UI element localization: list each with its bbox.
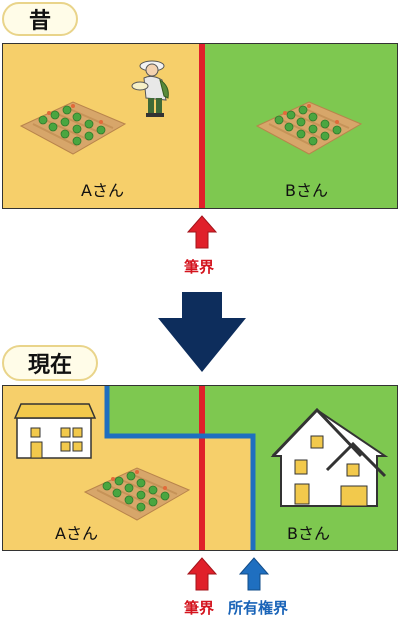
parcel-boundary-line: [199, 386, 205, 550]
boundary-arrow-icon: [186, 557, 218, 591]
after-panel: Aさん Bさん: [2, 385, 398, 551]
ownership-boundary-line: [104, 386, 256, 550]
house-icon: [13, 403, 97, 459]
ownership-arrow-icon: [238, 557, 270, 591]
owner-b-before: Bさん: [285, 181, 328, 200]
vegetable-field-icon: [255, 101, 363, 155]
before-label-text: 昔: [28, 9, 51, 34]
boundary-caption-before: 筆界: [184, 258, 215, 276]
owner-a-before: Aさん: [81, 181, 124, 200]
boundary-caption-now: 筆界: [184, 599, 215, 617]
ownership-caption: 所有権界: [228, 599, 289, 617]
owner-b-now: Bさん: [287, 524, 330, 543]
farmer-icon: [131, 60, 169, 117]
before-map: [3, 44, 397, 208]
after-map: [3, 386, 397, 550]
after-label-text: 現在: [27, 353, 72, 378]
transition-arrow-icon: [158, 292, 246, 372]
boundary-arrow-icon: [186, 215, 218, 249]
vegetable-field-icon: [83, 467, 191, 521]
owner-a-now: Aさん: [55, 524, 98, 543]
vegetable-field-icon: [19, 101, 127, 155]
after-label: 現在: [2, 345, 98, 381]
parcel-boundary-line: [199, 44, 205, 208]
house-icon: [270, 407, 389, 507]
before-panel: Aさん Bさん: [2, 43, 398, 209]
before-label: 昔: [2, 2, 78, 36]
